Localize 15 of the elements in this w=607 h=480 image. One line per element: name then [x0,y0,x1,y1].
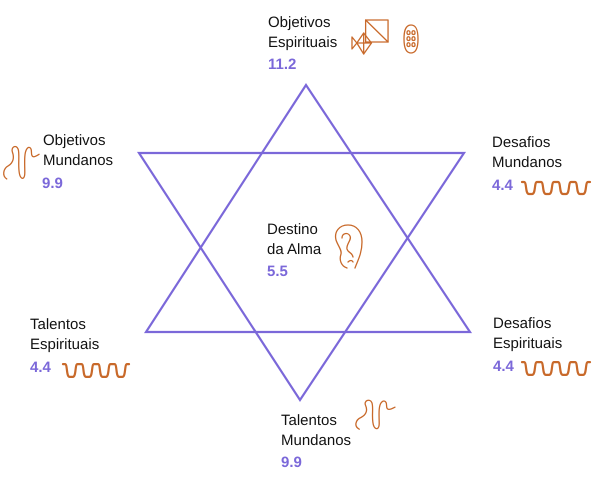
point-label: Destino da Alma [267,220,322,260]
point-label: Desafios Mundanos [492,133,564,173]
point-label: Talentos Espirituais [30,315,100,355]
value-number: 4.4 [493,357,514,377]
value-number: 11.2 [268,55,296,75]
value-number: 4.4 [492,176,513,196]
value-number: 9.9 [42,174,63,194]
value-number: 4.4 [30,358,51,378]
point-label: Desafios Espirituais [493,314,564,354]
point-label: Objetivos Mundanos [43,131,114,171]
value-number: 5.5 [267,262,288,282]
value-number: 9.9 [281,453,302,473]
point-label: Talentos Mundanos [281,411,352,451]
hexagram-star [136,82,473,403]
point-label: Objetivos Espirituais [268,13,338,53]
